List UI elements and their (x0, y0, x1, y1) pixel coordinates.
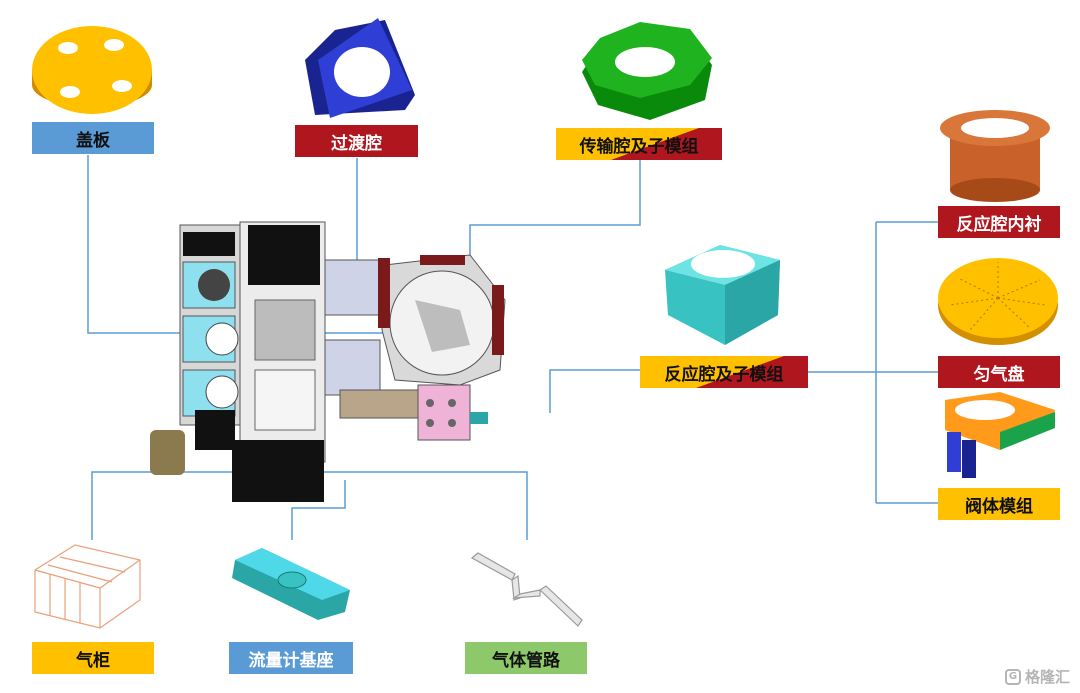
reaction-chamber-part (665, 245, 780, 345)
cover-plate-part (32, 26, 152, 114)
label-gas-piping: 气体管路 (465, 642, 587, 674)
connector-flowmeter (291, 480, 346, 540)
label-transition-chamber: 过渡腔 (295, 125, 418, 157)
label-cover-plate: 盖板 (32, 122, 154, 154)
gas-piping-part (470, 552, 583, 627)
gas-plate-part (938, 258, 1058, 345)
label-flowmeter-base: 流量计基座 (229, 642, 353, 674)
liner-part (940, 110, 1050, 202)
gas-cabinet-part (34, 544, 141, 629)
central-equipment (150, 221, 506, 502)
connector-transfer (469, 160, 641, 265)
watermark: G 格隆汇 (1004, 666, 1070, 687)
label-gas-cabinet: 气柜 (32, 642, 154, 674)
transition-chamber-part (305, 18, 415, 118)
label-reaction-chamber-liner: 反应腔内衬 (938, 206, 1060, 238)
connector-reaction (549, 369, 640, 413)
watermark-logo-icon: G (1004, 668, 1021, 685)
watermark-text: 格隆汇 (1024, 668, 1070, 686)
label-reaction-chamber-module: 反应腔及子模组 (640, 356, 808, 388)
valve-module-part (945, 392, 1055, 478)
flowmeter-part (232, 548, 350, 620)
transfer-chamber-part (582, 22, 712, 120)
label-gas-distribution-plate: 匀气盘 (938, 356, 1060, 388)
label-transfer-chamber-module: 传输腔及子模组 (556, 128, 722, 160)
label-valve-module: 阀体模组 (938, 488, 1060, 520)
